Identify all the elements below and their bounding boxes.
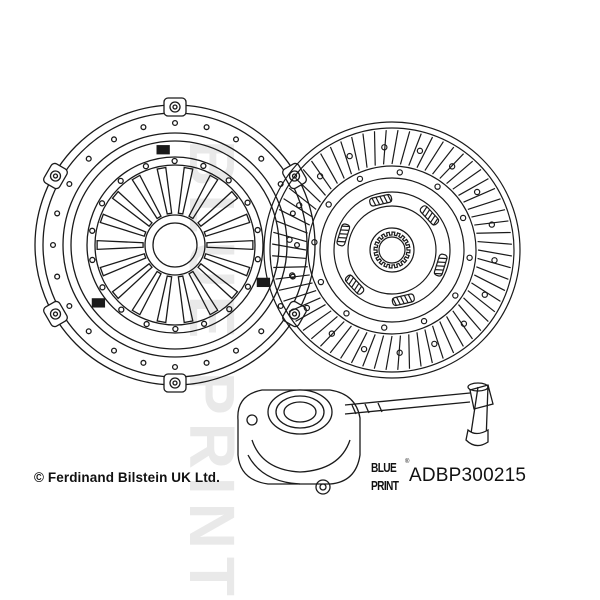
- watermark-text: BLUE PRINT: [176, 140, 248, 600]
- clutch-disc: [263, 121, 521, 379]
- concentric-slave-cylinder: [237, 382, 494, 495]
- registered-mark: ®: [405, 459, 410, 465]
- brand-logo: BLUE ® PRINT: [371, 459, 411, 495]
- brand-logo-line2: PRINT: [371, 478, 399, 493]
- brand-logo-line1: BLUE: [371, 460, 397, 475]
- copyright-notice: © Ferdinand Bilstein UK Ltd.: [34, 470, 220, 485]
- part-number: ADBP300215: [409, 465, 527, 486]
- watermark: BLUE PRINT: [176, 140, 248, 600]
- clutch-pressure-plate: [34, 97, 316, 393]
